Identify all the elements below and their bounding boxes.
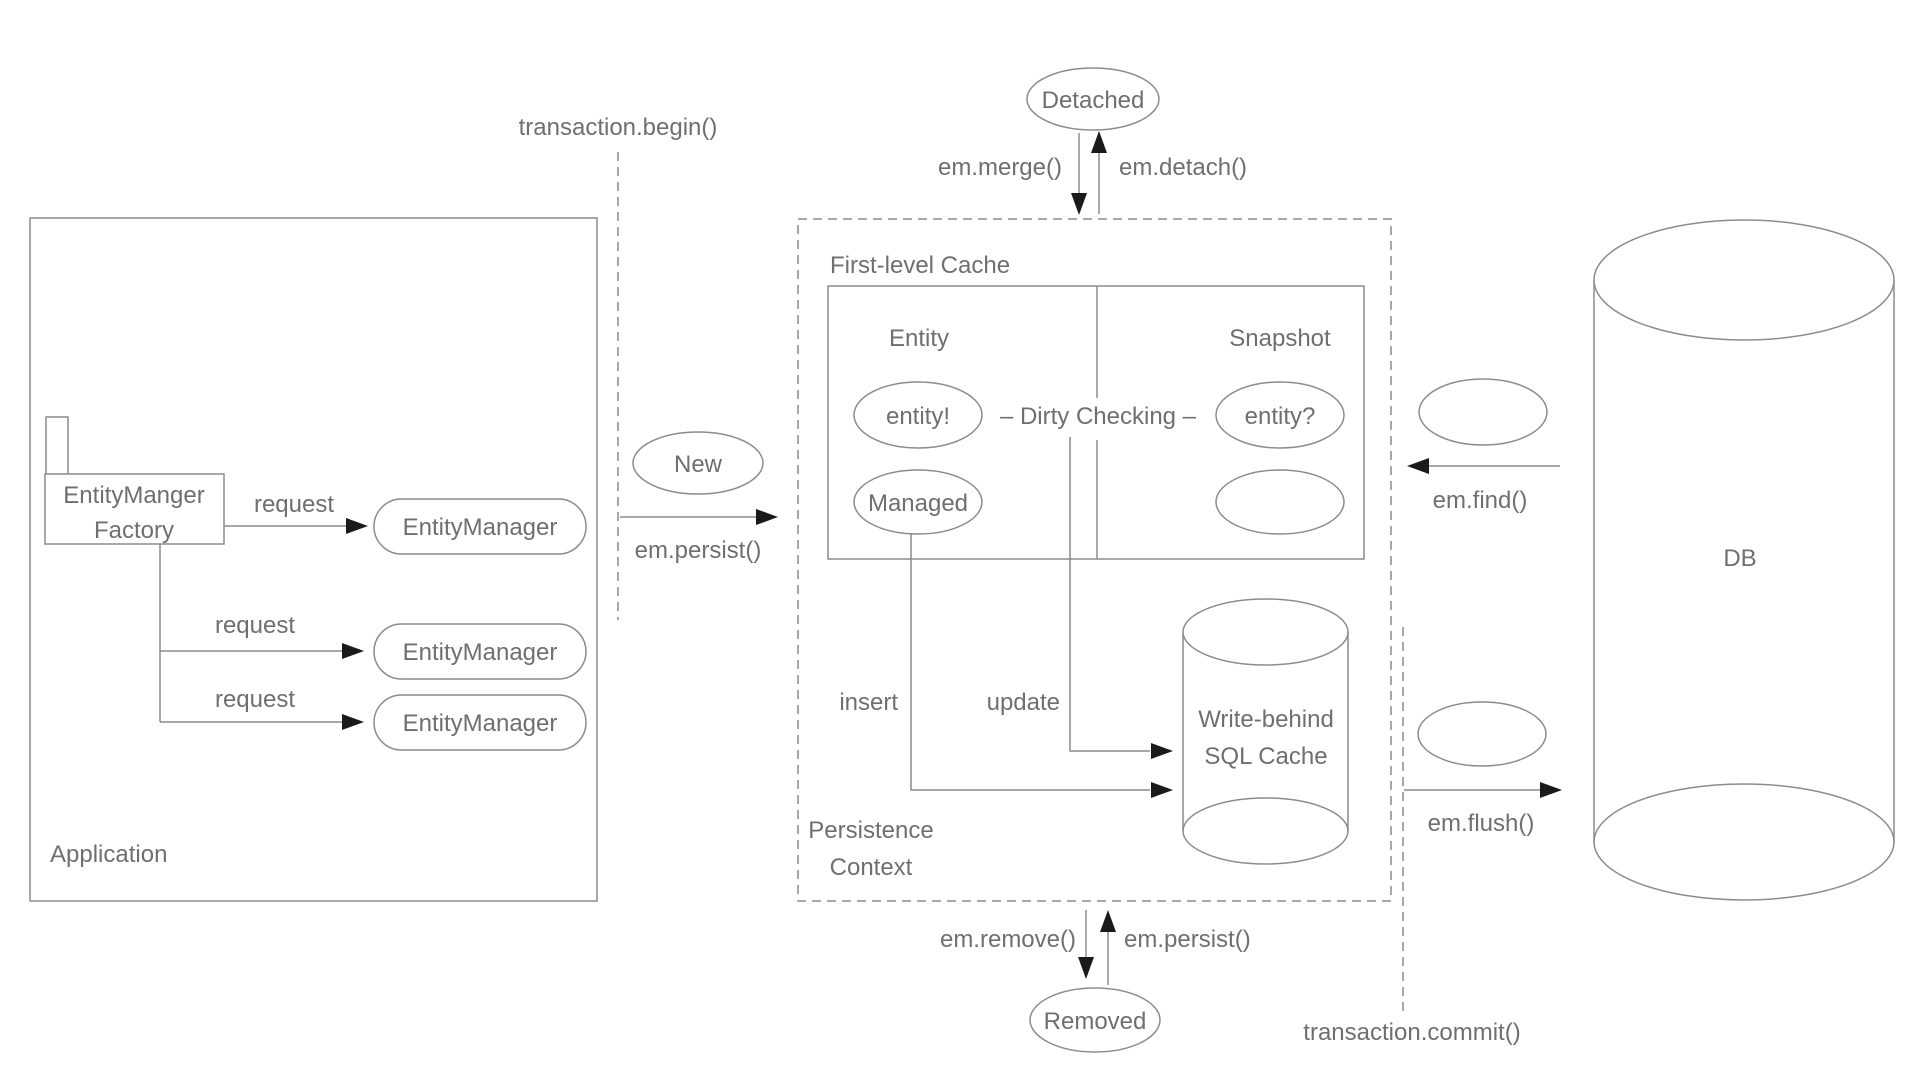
entity-manager-1-label: EntityManager <box>403 514 558 541</box>
new-state-label: New <box>674 451 723 478</box>
writebehind-cylinder-top <box>1182 598 1349 666</box>
em-remove-label: em.remove() <box>940 926 1076 953</box>
first-level-cache-label: First-level Cache <box>830 252 1010 279</box>
db-label: DB <box>1723 545 1756 572</box>
entity-manager-2-shape <box>373 623 587 680</box>
dirty-checking-label: – Dirty Checking – <box>1000 403 1197 430</box>
writebehind-cylinder-bottom <box>1182 797 1349 865</box>
db-cylinder-top <box>1593 219 1895 341</box>
request-arrow-2-head <box>342 643 364 659</box>
removed-label: Removed <box>1044 1008 1147 1035</box>
em-flush-label: em.flush() <box>1428 810 1535 837</box>
entity-manager-3-label: EntityManager <box>403 710 558 737</box>
em-persist-left-label: em.persist() <box>635 537 762 564</box>
persist-up-arrow-head <box>1100 910 1116 932</box>
snapshot-column-label: Snapshot <box>1229 325 1331 352</box>
insert-label: insert <box>839 689 898 716</box>
flush-oval <box>1417 701 1547 767</box>
entity-manager-3-shape <box>373 694 587 751</box>
application-box <box>29 217 598 902</box>
removed-oval <box>1029 987 1161 1053</box>
em-detach-label: em.detach() <box>1119 154 1247 181</box>
snapshot-oval-label: entity? <box>1245 403 1316 430</box>
update-label: update <box>987 689 1060 716</box>
application-label: Application <box>50 841 167 868</box>
detach-arrow-head <box>1091 131 1107 153</box>
managed-oval-label: Managed <box>868 490 968 517</box>
persistence-context-label-line1: Persistence <box>808 817 933 844</box>
update-arrow-head <box>1151 743 1173 759</box>
managed-oval <box>853 469 983 535</box>
writebehind-label-line2: SQL Cache <box>1204 743 1327 770</box>
transaction-begin-label: transaction.begin() <box>519 114 718 141</box>
detached-label: Detached <box>1042 87 1145 114</box>
update-line <box>1069 437 1150 752</box>
factory-box <box>44 473 225 545</box>
flush-arrow-head <box>1540 782 1562 798</box>
detached-oval <box>1026 67 1160 131</box>
find-arrow-head <box>1407 458 1429 474</box>
factory-tab <box>45 416 69 474</box>
writebehind-label-line1: Write-behind <box>1198 706 1334 733</box>
snapshot-empty-oval <box>1215 469 1345 535</box>
entity-oval-label: entity! <box>886 403 950 430</box>
factory-label-line1: EntityManger <box>63 482 204 509</box>
em-merge-label: em.merge() <box>938 154 1062 181</box>
find-oval <box>1418 378 1548 446</box>
entity-oval <box>853 381 983 449</box>
remove-arrow-head <box>1078 957 1094 979</box>
entity-column-label: Entity <box>889 325 949 352</box>
transaction-commit-label: transaction.commit() <box>1303 1019 1520 1046</box>
merge-arrow-head <box>1071 193 1087 215</box>
request-label-2: request <box>215 612 295 639</box>
entity-manager-2-label: EntityManager <box>403 639 558 666</box>
request-label-3: request <box>215 686 295 713</box>
insert-line <box>910 534 1150 791</box>
persistence-context-box <box>797 218 1392 902</box>
new-state-oval <box>632 431 764 495</box>
insert-arrow-head <box>1151 782 1173 798</box>
persistence-context-label-line2: Context <box>830 854 913 881</box>
db-cylinder-bottom <box>1593 783 1895 901</box>
entity-manager-1-shape <box>373 498 587 555</box>
factory-label-line2: Factory <box>94 517 174 544</box>
request-label-1: request <box>254 491 334 518</box>
em-persist-bottom-label: em.persist() <box>1124 926 1251 953</box>
em-find-label: em.find() <box>1433 487 1528 514</box>
first-level-cache-box <box>827 285 1365 560</box>
request-arrow-1-head <box>346 518 368 534</box>
persist-left-arrow-head <box>756 509 778 525</box>
request-arrow-3-head <box>342 714 364 730</box>
snapshot-oval <box>1215 381 1345 449</box>
